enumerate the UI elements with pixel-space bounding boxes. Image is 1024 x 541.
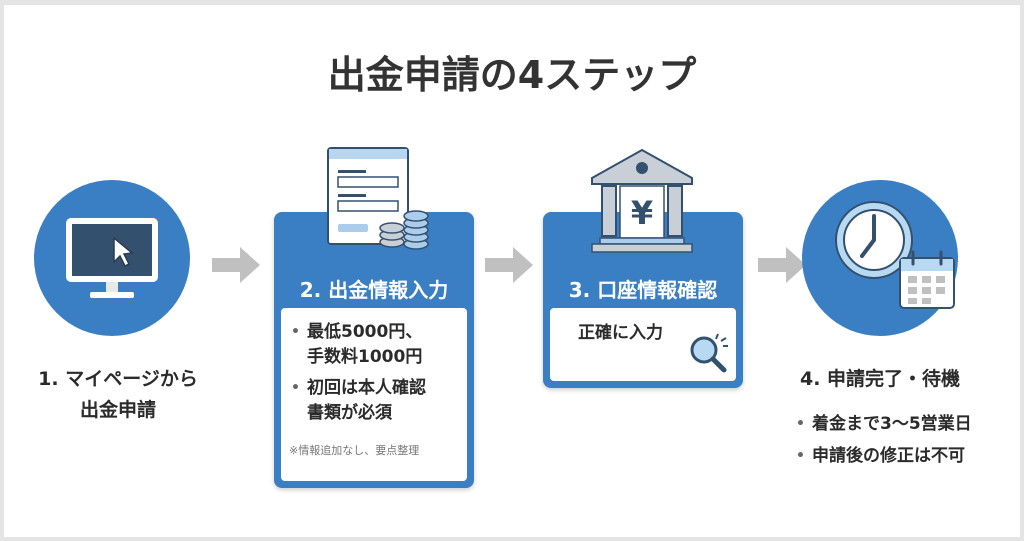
step4-bullet: 着金まで3〜5営業日 bbox=[790, 408, 1020, 440]
step2-note: ※情報追加なし、要点整理 bbox=[289, 444, 420, 457]
svg-text:¥: ¥ bbox=[631, 194, 653, 232]
arrow-right-icon bbox=[758, 247, 806, 283]
magnifier-icon bbox=[690, 333, 728, 373]
step3-title: 3. 口座情報確認 bbox=[568, 278, 718, 302]
arrow-right-icon bbox=[212, 247, 260, 283]
bank-yen-icon: ¥ bbox=[591, 148, 693, 253]
step2-bullet: 最低5000円、手数料1000円 bbox=[285, 320, 463, 370]
form-coins-icon bbox=[327, 147, 429, 250]
step4-circle bbox=[802, 180, 958, 336]
step1-label-line1: 1. マイページから bbox=[38, 368, 198, 390]
step4-label: 4. 申請完了・待機 bbox=[799, 368, 961, 390]
step1-circle bbox=[34, 180, 190, 336]
computer-cursor-icon bbox=[66, 218, 158, 298]
arrow-right-icon bbox=[485, 247, 533, 283]
step2-card: 2. 出金情報入力 最低5000円、手数料1000円 初回は本人確認書類が必須 … bbox=[274, 212, 474, 488]
step3-text: 正確に入力 bbox=[578, 323, 663, 343]
step3-body: 正確に入力 bbox=[550, 308, 736, 381]
step4-bullets: 着金まで3〜5営業日 申請後の修正は不可 bbox=[790, 408, 1020, 472]
clock-calendar-icon bbox=[835, 201, 955, 309]
step1-label: 1. マイページから 出金申請 bbox=[10, 364, 226, 426]
step2-title: 2. 出金情報入力 bbox=[299, 278, 449, 302]
step1-label-line2: 出金申請 bbox=[79, 399, 156, 421]
step4-bullet: 申請後の修正は不可 bbox=[790, 440, 1020, 472]
page-title: 出金申請の4ステップ bbox=[327, 53, 697, 97]
